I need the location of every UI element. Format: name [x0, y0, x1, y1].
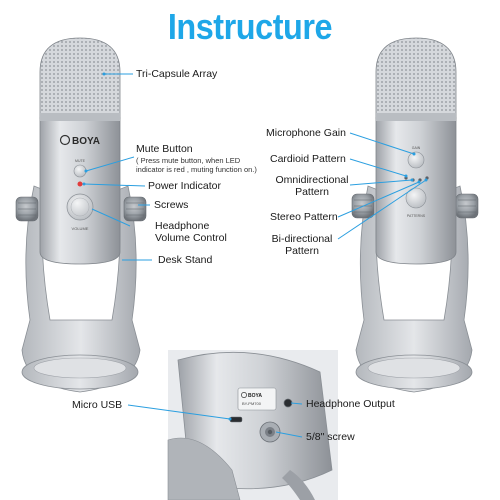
label-desk-stand: Desk Stand: [158, 254, 213, 266]
brand-logo-text: BOYA: [72, 136, 100, 147]
desk-stand-right: [355, 185, 473, 393]
desk-stand-left: [21, 185, 141, 393]
gain-knob[interactable]: [407, 151, 425, 169]
closeup-label-plate: [237, 387, 277, 411]
capsule-grille-right: [375, 37, 457, 119]
boya-logo-icon: [59, 134, 71, 146]
micro-usb-port: [229, 416, 243, 423]
bottom-closeup: BOYA BY-PM700: [167, 350, 338, 500]
gain-text: GAIN: [412, 146, 421, 150]
label-mute-button: Mute Button: [136, 143, 193, 155]
closeup-brand-text: BOYA: [248, 393, 262, 399]
patterns-text: PATTERNS: [407, 214, 426, 218]
right-microphone: GAIN PATTERNS: [351, 37, 479, 393]
page-title: Instructure: [167, 6, 333, 47]
label-micro-usb: Micro USB: [72, 399, 123, 411]
label-stereo: Stereo Pattern: [270, 211, 338, 223]
pattern-knob[interactable]: [405, 187, 427, 209]
power-indicator-led: [77, 181, 83, 187]
left-microphone: BOYA MUTE VOLUME: [15, 37, 147, 393]
closeup-model-text: BY-PM700: [242, 401, 262, 406]
label-omni-1: Omnidirectional: [275, 174, 349, 186]
label-headphone-output: Headphone Output: [306, 398, 395, 410]
label-headphone-volume-2: Volume Control: [155, 232, 227, 244]
label-bidir-1: Bi-directional: [271, 233, 333, 245]
mic-body-left: [39, 117, 121, 265]
headphone-output-port: [283, 398, 293, 408]
label-bidir-2: Pattern: [285, 245, 319, 257]
mute-button[interactable]: [73, 164, 87, 178]
volume-text: VOLUME: [72, 226, 89, 231]
label-cardioid: Cardioid Pattern: [270, 153, 346, 165]
label-screws: Screws: [154, 199, 189, 211]
mute-text: MUTE: [75, 159, 86, 163]
label-screw-size: 5/8" screw: [306, 431, 355, 443]
label-headphone-volume-1: Headphone: [155, 220, 210, 232]
boya-logo-small-icon: [241, 392, 247, 398]
label-omni-2: Pattern: [295, 186, 329, 198]
label-mute-note-1: ( Press mute button, when LED: [136, 156, 241, 165]
capsule-grille-left: [39, 37, 121, 119]
label-mute-note-2: indicator is red , muting function on.): [136, 165, 257, 174]
label-power-indicator: Power Indicator: [148, 180, 221, 192]
label-tri-capsule: Tri-Capsule Array: [136, 68, 218, 80]
leader-lines: [83, 73, 427, 438]
label-mic-gain: Microphone Gain: [266, 127, 346, 139]
